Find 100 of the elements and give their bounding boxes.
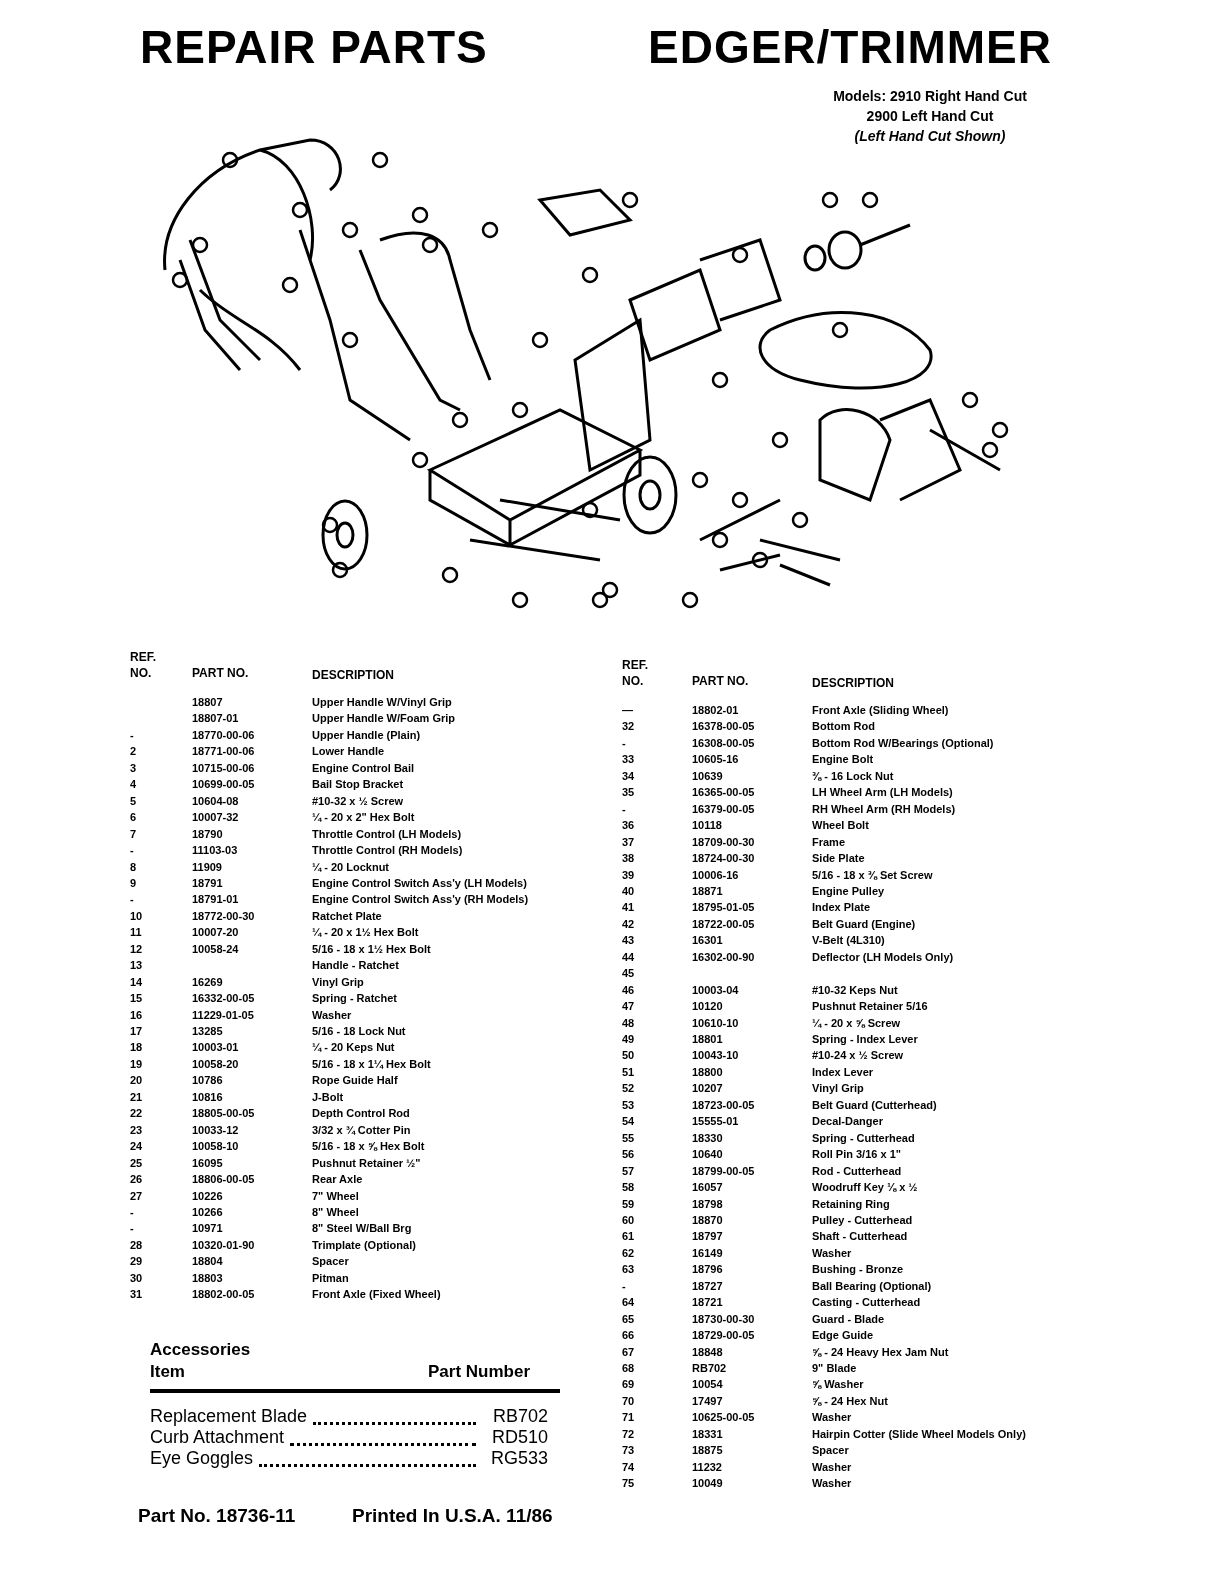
part-description: Bottom Rod W/Bearings (Optional) (812, 736, 994, 750)
part-number: 10118 (692, 819, 722, 833)
ref-number: 52 (622, 1082, 635, 1096)
part-description: 3/32 x ¾ Cotter Pin (312, 1123, 411, 1137)
ref-number: 61 (622, 1230, 635, 1244)
ref-number: 74 (622, 1460, 635, 1474)
column-header: Item (150, 1362, 185, 1382)
model-note: (Left Hand Cut Shown) (853, 128, 1007, 144)
ref-number: - (130, 844, 134, 858)
part-number: 10007-32 (192, 811, 239, 825)
part-description: ⅝ - 24 Heavy Hex Jam Nut (812, 1345, 949, 1359)
part-description: Side Plate (812, 852, 865, 866)
part-description: Spacer (312, 1255, 349, 1269)
accessory-name: Replacement Blade (150, 1406, 308, 1427)
part-number: 10816 (192, 1090, 223, 1104)
ref-number: 71 (622, 1411, 635, 1425)
part-description: Belt Guard (Cutterhead) (812, 1098, 937, 1112)
part-number: 10207 (692, 1082, 723, 1096)
part-description: Rear Axle (312, 1173, 363, 1187)
part-description: Upper Handle W/Foam Grip (312, 712, 455, 726)
part-number: 10006-16 (692, 868, 739, 882)
part-description: Roll Pin 3/16 x 1" (812, 1148, 901, 1162)
part-description: 8" Wheel (312, 1205, 359, 1219)
ref-number: 55 (622, 1131, 635, 1145)
part-description: J-Bolt (312, 1090, 344, 1104)
part-number: 18770-00-06 (192, 728, 255, 742)
ref-number: 13 (130, 959, 143, 973)
model-note: Models: 2910 Right Hand Cut (832, 88, 1028, 104)
ref-number: 35 (622, 786, 635, 800)
part-number: 18875 (692, 1444, 723, 1458)
part-description: 5/16 - 18 x 1¼ Hex Bolt (312, 1057, 431, 1071)
part-description: Washer (812, 1477, 852, 1491)
ref-number: 11 (130, 926, 142, 940)
ref-number: 9 (130, 876, 137, 890)
ref-number: 75 (622, 1477, 635, 1491)
accessory-part-number: RG533 (489, 1448, 548, 1469)
part-description: Spring - Cutterhead (812, 1131, 915, 1145)
ref-number: 29 (130, 1255, 143, 1269)
part-number: 18724-00-30 (692, 852, 755, 866)
part-number: 11229-01-05 (192, 1008, 254, 1022)
ref-number: 54 (622, 1115, 635, 1129)
part-description: ¼ - 20 Keps Nut (312, 1041, 395, 1055)
part-description: Upper Handle (Plain) (312, 728, 421, 742)
part-number: 10605-16 (692, 753, 739, 767)
part-number: 18797 (692, 1230, 723, 1244)
ref-number: 59 (622, 1197, 635, 1211)
ref-number: 2 (130, 745, 137, 759)
ref-number: 58 (622, 1181, 635, 1195)
part-description: ⅜ - 16 Lock Nut (812, 769, 894, 783)
part-number: 18730-00-30 (692, 1312, 755, 1326)
part-description: Spring - Index Lever (812, 1033, 918, 1046)
ref-number: - (622, 802, 626, 816)
ref-number: 28 (130, 1238, 143, 1252)
ref-number: - (622, 1279, 626, 1293)
part-number: 10786 (192, 1074, 223, 1088)
part-number: 10604-08 (192, 794, 239, 808)
part-number: 18331 (692, 1427, 723, 1441)
part-description: Front Axle (Fixed Wheel) (312, 1288, 441, 1302)
ref-number: 15 (130, 992, 143, 1006)
part-number: 16378-00-05 (692, 720, 755, 734)
ref-number: 73 (622, 1444, 635, 1458)
ref-number: 25 (130, 1156, 143, 1170)
part-number: 10625-00-05 (692, 1411, 755, 1425)
part-description: Trimplate (Optional) (312, 1238, 416, 1252)
part-description: Ball Bearing (Optional) (812, 1279, 932, 1293)
part-description: Spacer (812, 1444, 849, 1458)
part-number: 10640 (692, 1148, 723, 1162)
part-description: Woodruff Key ⅛ x ½ (812, 1181, 918, 1195)
ref-number: 39 (622, 868, 635, 882)
part-description: 9" Blade (812, 1362, 857, 1375)
part-number: 18802-00-05 (192, 1288, 255, 1302)
part-number: RB702 (692, 1362, 727, 1375)
ref-number: 42 (622, 917, 635, 931)
part-description: Index Lever (812, 1065, 874, 1079)
ref-number: 44 (622, 950, 635, 964)
part-description: ¼ - 20 x ⅝ Screw (812, 1016, 901, 1030)
part-number: 18807-01 (192, 712, 239, 726)
part-description: #10-32 x ½ Screw (312, 794, 404, 808)
accessory-part-number: RD510 (490, 1427, 548, 1448)
part-description: Decal-Danger (812, 1115, 883, 1129)
accessory-name: Curb Attachment (150, 1427, 285, 1448)
part-description: Hairpin Cotter (Slide Wheel Models Only) (812, 1427, 1026, 1441)
part-description: Engine Control Bail (312, 761, 415, 775)
part-description: Upper Handle W/Vinyl Grip (312, 696, 452, 709)
ref-number: 31 (130, 1288, 143, 1302)
ref-number: 34 (622, 769, 635, 783)
part-number: 11232 (692, 1460, 722, 1474)
accessory-name: Eye Goggles (150, 1448, 254, 1469)
part-number: 16057 (692, 1181, 723, 1195)
part-number: 18795-01-05 (692, 901, 755, 915)
ref-number: 10 (130, 909, 143, 923)
part-description: 5/16 - 18 x 1½ Hex Bolt (312, 942, 431, 956)
ref-number: - (130, 728, 134, 742)
part-description: Depth Control Rod (312, 1107, 410, 1121)
part-number: 18796 (692, 1263, 723, 1277)
part-description: Washer (812, 1246, 852, 1260)
part-description: Throttle Control (RH Models) (312, 844, 463, 858)
column-header: Part Number (428, 1362, 531, 1382)
part-description: Ratchet Plate (312, 909, 382, 923)
part-number: 18871 (692, 884, 723, 898)
